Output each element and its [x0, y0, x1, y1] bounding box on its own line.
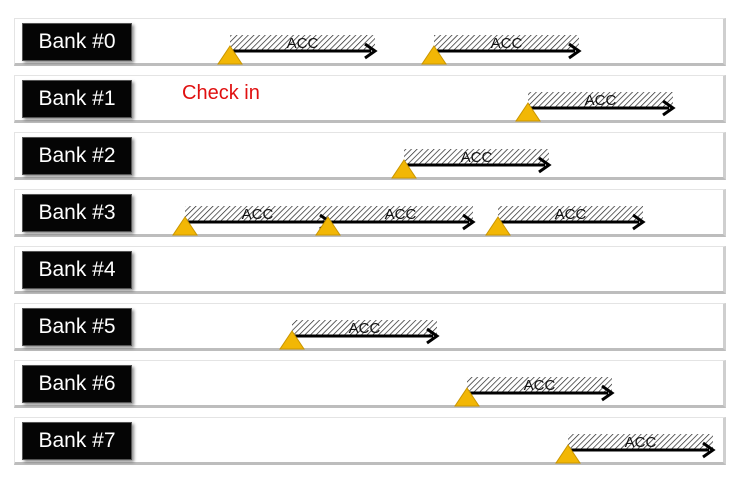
arrow-head-icon — [538, 156, 552, 174]
arrow-head-icon — [462, 213, 476, 231]
access-mark: ACC — [391, 149, 552, 179]
acc-label: ACC — [287, 35, 319, 52]
triangle-marker-icon — [515, 102, 541, 122]
acc-hatch-block — [498, 206, 643, 222]
bank-row: Bank #5 — [14, 303, 726, 351]
acc-hatch-block — [328, 206, 473, 222]
access-mark: ACC — [485, 206, 646, 236]
access-mark: ACC — [454, 377, 615, 407]
bank-label: Bank #1 — [22, 80, 132, 118]
bank-row: Bank #4 — [14, 246, 726, 294]
acc-label: ACC — [242, 206, 274, 223]
arrow-head-icon — [426, 327, 440, 345]
bank-label: Bank #6 — [22, 365, 132, 403]
acc-label: ACC — [585, 92, 617, 109]
bank-label: Bank #0 — [22, 23, 132, 61]
arrow-head-icon — [632, 213, 646, 231]
access-mark: ACC — [555, 434, 716, 464]
bank-label: Bank #5 — [22, 308, 132, 346]
triangle-marker-icon — [421, 45, 447, 65]
bank-label: Bank #3 — [22, 194, 132, 232]
bank-label: Bank #2 — [22, 137, 132, 175]
acc-label: ACC — [625, 434, 657, 451]
acc-label: ACC — [555, 206, 587, 223]
acc-hatch-block — [467, 377, 612, 393]
bank-row: Bank #0 — [14, 18, 726, 66]
arrow-head-icon — [364, 42, 378, 60]
check-in-label: Check in — [182, 82, 260, 104]
acc-hatch-block — [292, 320, 437, 336]
access-mark: ACC — [172, 206, 333, 236]
acc-label: ACC — [349, 320, 381, 337]
acc-hatch-block — [230, 35, 375, 51]
triangle-marker-icon — [485, 216, 511, 236]
triangle-marker-icon — [315, 216, 341, 236]
arrow-head-icon — [662, 99, 676, 117]
triangle-marker-icon — [172, 216, 198, 236]
acc-hatch-block — [528, 92, 673, 108]
triangle-marker-icon — [391, 159, 417, 179]
triangle-marker-icon — [217, 45, 243, 65]
bank-label: Bank #7 — [22, 422, 132, 460]
acc-label: ACC — [524, 377, 556, 394]
acc-label: ACC — [385, 206, 417, 223]
acc-label: ACC — [461, 149, 493, 166]
triangle-marker-icon — [555, 444, 581, 464]
acc-hatch-block — [434, 35, 579, 51]
bank-row: Bank #2 — [14, 132, 726, 180]
arrow-head-icon — [601, 384, 615, 402]
acc-label: ACC — [491, 35, 523, 52]
arrow-head-icon — [702, 441, 716, 459]
triangle-marker-icon — [454, 387, 480, 407]
acc-hatch-block — [568, 434, 713, 450]
access-mark: ACC — [315, 206, 476, 236]
access-mark: ACC — [515, 92, 676, 122]
bank-label: Bank #4 — [22, 251, 132, 289]
triangle-marker-icon — [279, 330, 305, 350]
arrow-head-icon — [568, 42, 582, 60]
acc-hatch-block — [404, 149, 549, 165]
acc-hatch-block — [185, 206, 330, 222]
access-mark: ACC — [421, 35, 582, 65]
access-mark: ACC — [217, 35, 378, 65]
access-mark: ACC — [279, 320, 440, 350]
